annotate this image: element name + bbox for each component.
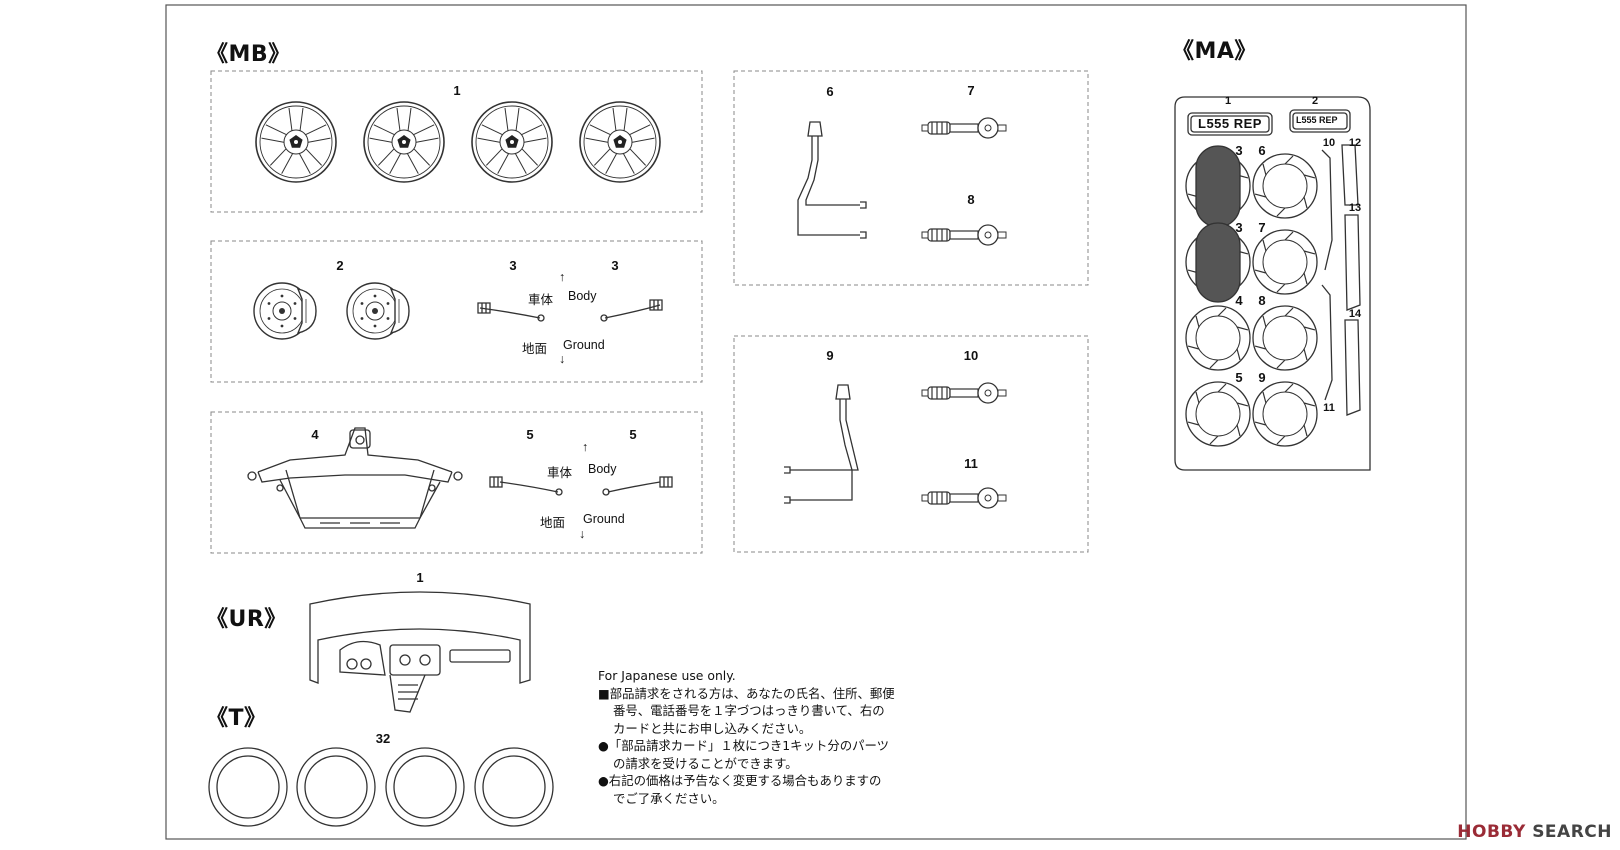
mb-part-number-3b: 3	[611, 258, 619, 273]
ma-part-number-8: 8	[1258, 293, 1266, 308]
brake-part-2	[253, 282, 410, 340]
note-line: の請求を受けることができます。	[613, 755, 798, 771]
body-en-label: Body	[568, 289, 597, 303]
watermark-suffix: SEARCH	[1532, 822, 1612, 842]
mb-part-number-1: 1	[453, 83, 461, 98]
arrow-down-label: ↓	[559, 352, 566, 366]
ma-part-number-14: 14	[1348, 308, 1362, 320]
mb-part-number-9: 9	[826, 348, 834, 363]
note-line: でご了承ください。	[613, 790, 725, 806]
damper-part-10	[921, 382, 1007, 404]
mb-box-crossmember	[210, 411, 703, 554]
section-label-ma: 《MA》	[1172, 39, 1257, 64]
arrow-down-label: ↓	[579, 527, 586, 541]
parts-request-notes: For Japanese use only. ■部品請求をされる方は、あなたの氏…	[598, 667, 998, 807]
mb-part-number-8: 8	[967, 192, 975, 207]
tie-rod-part-3	[477, 299, 663, 322]
ma-fret	[1174, 96, 1371, 471]
ma-part-number-10: 10	[1322, 137, 1336, 149]
mb-box-suspension-a	[733, 70, 1089, 286]
note-line: ●右記の価格は予告なく変更する場合もありますの	[598, 773, 882, 788]
sheet-frame	[165, 4, 1467, 840]
ur-part-number-1: 1	[416, 570, 424, 585]
note-line: ●「部品請求カード」１枚につき1キット分のパーツ	[598, 738, 890, 753]
ma-part-number-1: 1	[1224, 95, 1232, 107]
arrow-up-label: ↑	[582, 440, 589, 454]
mb-part-number-6: 6	[826, 84, 834, 99]
ma-part-number-3a: 3	[1235, 143, 1243, 158]
upright-part-9	[784, 384, 859, 504]
body-jp-label: 車体	[547, 466, 573, 480]
crossmember-part-4	[247, 427, 463, 529]
ma-part-number-7: 7	[1258, 220, 1266, 235]
ma-part-number-9: 9	[1258, 370, 1266, 385]
section-label-mb: 《MB》	[206, 42, 291, 67]
ma-plate-small: L555 REP	[1296, 115, 1338, 125]
tire-part-32	[208, 747, 554, 827]
watermark-logo: HOBBY SEARCH	[1457, 822, 1612, 842]
mb-part-number-10: 10	[963, 348, 979, 363]
ground-jp-label: 地面	[540, 516, 566, 530]
wheel-part-1	[255, 101, 661, 183]
ma-part-number-4: 4	[1235, 293, 1243, 308]
note-line: ■部品請求をされる方は、あなたの氏名、住所、郵便	[598, 685, 895, 701]
damper-part-11	[921, 487, 1007, 509]
upright-part-6	[797, 121, 867, 239]
ground-en-label: Ground	[583, 512, 625, 526]
note-english: For Japanese use only.	[598, 668, 736, 683]
dashboard-part-ur1	[309, 591, 531, 713]
ground-jp-label: 地面	[522, 342, 548, 356]
ma-part-number-12: 12	[1348, 137, 1362, 149]
ma-part-number-3b: 3	[1235, 220, 1243, 235]
ma-part-number-5: 5	[1235, 370, 1243, 385]
mb-part-number-5a: 5	[526, 427, 534, 442]
note-line: 番号、電話番号を１字づつはっきり書いて、右の	[613, 703, 885, 718]
damper-part-7	[921, 117, 1007, 139]
note-line: カードと共にお申し込みください。	[613, 720, 812, 736]
body-en-label: Body	[588, 462, 617, 476]
ma-part-number-11: 11	[1323, 402, 1335, 414]
section-label-ur: 《UR》	[206, 607, 287, 632]
damper-part-8	[921, 224, 1007, 246]
mb-part-number-7: 7	[967, 83, 975, 98]
section-label-t: 《T》	[206, 706, 267, 731]
ma-part-number-13: 13	[1348, 202, 1362, 214]
mb-box-wheels	[210, 70, 703, 213]
watermark-brand: HOBBY	[1457, 822, 1526, 842]
mb-part-number-11: 11	[964, 456, 978, 471]
arrow-up-label: ↑	[559, 270, 566, 284]
ground-en-label: Ground	[563, 338, 605, 352]
body-jp-label: 車体	[528, 293, 554, 307]
ma-part-number-2: 2	[1311, 95, 1319, 107]
mb-part-number-5b: 5	[629, 427, 637, 442]
mb-box-brakes	[210, 240, 703, 383]
ma-part-number-6: 6	[1258, 143, 1266, 158]
t-part-number-32: 32	[375, 731, 391, 746]
mb-box-suspension-b	[733, 335, 1089, 553]
tie-rod-part-5	[489, 476, 673, 496]
ma-plate-large: L555 REP	[1198, 116, 1262, 131]
mb-part-number-4: 4	[311, 427, 319, 442]
mb-part-number-3a: 3	[509, 258, 517, 273]
mb-part-number-2: 2	[336, 258, 344, 273]
